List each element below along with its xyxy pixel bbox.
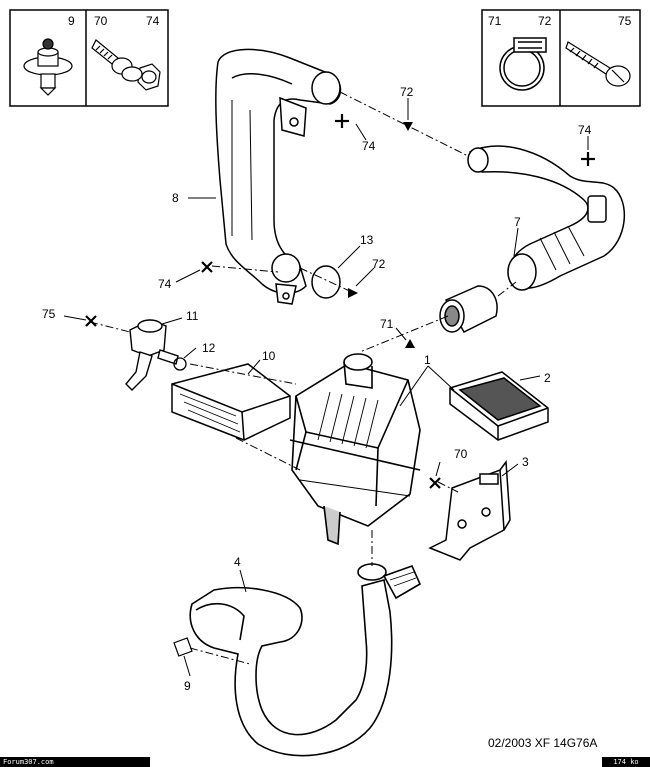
callout-75: 75 [42, 307, 56, 321]
seal-ring-part-13 [311, 265, 341, 299]
callout-7: 7 [514, 215, 521, 229]
legend-label-75: 75 [618, 14, 632, 28]
callout-70: 70 [454, 447, 468, 461]
hose-part-7 [467, 145, 626, 291]
intake-duct-part-4 [189, 563, 422, 757]
callout-labels: 8 74 72 74 7 13 72 74 75 11 12 10 71 1 2… [42, 85, 592, 693]
fastener-markers [85, 114, 595, 489]
coupling-sleeve [439, 285, 498, 333]
callout-1: 1 [424, 353, 431, 367]
o-ring-part-12 [173, 357, 187, 371]
valve-part-11 [125, 319, 179, 391]
flange-nut-icon [121, 63, 161, 91]
clamp-triangle-72-mid [348, 288, 358, 298]
footer-filesize: 174 ko [602, 757, 650, 767]
drawing-reference: 02/2003 XF 14G76A [488, 736, 598, 750]
callout-2: 2 [544, 371, 551, 385]
legend-label-71: 71 [488, 14, 502, 28]
legend-box-left: 9 70 74 [9, 9, 169, 107]
legend-label-9: 9 [68, 14, 75, 28]
callout-74-left: 74 [158, 277, 172, 291]
panel-filter-part-2 [449, 371, 549, 441]
legend-label-74: 74 [146, 14, 160, 28]
fastener-cross-70 [429, 477, 441, 489]
air-filter-housing-part-1 [289, 353, 421, 546]
footer-bar [0, 757, 650, 767]
callout-74-right: 74 [578, 123, 592, 137]
callout-10: 10 [262, 349, 276, 363]
callout-12: 12 [202, 341, 216, 355]
legend-box-right: 71 72 75 [481, 9, 641, 107]
callout-8: 8 [172, 191, 179, 205]
legend-label-72: 72 [538, 14, 552, 28]
fastener-cross-75 [85, 315, 97, 327]
callout-72-mid: 72 [372, 257, 386, 271]
bracket-part-3 [428, 459, 511, 561]
clamp-triangle-72-top [403, 122, 413, 131]
callout-71: 71 [380, 317, 394, 331]
footer-source: Forum307.com [0, 757, 150, 767]
callout-3: 3 [522, 455, 529, 469]
callout-9: 9 [184, 679, 191, 693]
upper-air-duct-part-8 [215, 48, 342, 305]
callout-11: 11 [186, 309, 199, 323]
hose-clamp-icon [499, 37, 547, 91]
legend-label-70: 70 [94, 14, 108, 28]
clamp-markers [348, 122, 415, 348]
fastener-cross-74-right [581, 152, 595, 166]
callout-13: 13 [360, 233, 374, 247]
filter-element-part-10 [171, 363, 291, 441]
clamp-triangle-71 [405, 339, 415, 348]
leader-lines [63, 98, 589, 677]
callout-72-top: 72 [400, 85, 414, 99]
assembly-guide-lines [89, 91, 517, 665]
fastener-cross-74-left [201, 261, 213, 273]
screw-icon [565, 41, 631, 87]
callout-4: 4 [234, 555, 241, 569]
push-clip-icon [23, 38, 73, 96]
fastener-cross-74-top [335, 114, 349, 128]
clip-part-9 [173, 637, 193, 657]
callout-74-top: 74 [362, 139, 376, 153]
